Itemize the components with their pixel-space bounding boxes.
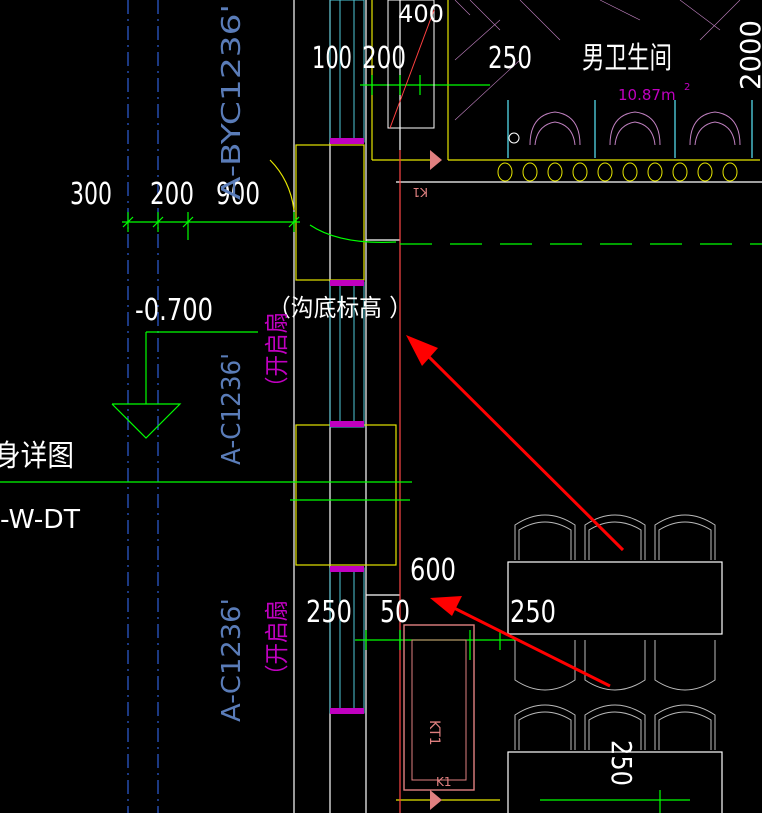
level-symbol xyxy=(111,331,258,439)
table-upper xyxy=(507,561,723,635)
dim-200-left: 200 xyxy=(150,177,194,212)
k1-marker-bottom xyxy=(430,790,442,810)
chair-group-lower xyxy=(514,704,716,750)
dim-600: 600 xyxy=(410,553,456,588)
toilet-partitions xyxy=(507,100,753,158)
annotation-arrow-lower xyxy=(430,596,611,688)
kt1-unit-inner xyxy=(411,639,467,781)
level-value: -0.700 xyxy=(135,293,213,328)
room-area-sup: 2 xyxy=(684,82,690,93)
detail-code: -W-DT xyxy=(0,505,80,535)
dim-50: 50 xyxy=(380,595,410,630)
table-lower xyxy=(507,751,723,813)
detail-title: 身详图 xyxy=(0,439,74,474)
room-area: 10.87m xyxy=(618,86,676,104)
window-sill-bottom-bottom xyxy=(330,708,364,714)
toilet-room-hatch xyxy=(454,0,741,121)
k1-marker-top xyxy=(430,150,442,170)
window-tag-top: A-BYC1236' xyxy=(217,4,247,200)
k1-label-top: K1 xyxy=(412,185,428,199)
open-note-bottom: （开启扇 xyxy=(263,600,291,686)
room-name: 男卫生间 xyxy=(582,41,672,76)
floor-drain xyxy=(508,132,520,144)
dim-250-right: 250 xyxy=(510,595,556,630)
dim-100: 100 xyxy=(312,41,352,76)
dim-200-top: 200 xyxy=(362,41,406,76)
chair-group-upper xyxy=(514,514,716,691)
window-sill-mid-bottom xyxy=(330,421,364,427)
dimension-lines xyxy=(0,75,690,813)
dim-250-left: 250 xyxy=(306,595,352,630)
door-leaf-diagonal xyxy=(389,9,435,129)
window-sill-top xyxy=(330,138,364,144)
annotation-arrow-upper xyxy=(406,335,625,552)
toilet-floor-pattern xyxy=(497,162,738,182)
dim-250-bottom: 250 xyxy=(605,740,638,786)
kt1-label: KT1 xyxy=(426,720,442,746)
open-note-mid: （开启扇 xyxy=(263,312,291,398)
window-sill-mid-top xyxy=(330,280,364,286)
axis-lines xyxy=(127,0,159,813)
yellow-outlines xyxy=(295,0,760,801)
dim-900: 900 xyxy=(216,177,260,212)
k1-label-bottom: K1 xyxy=(436,775,452,789)
level-note: （沟底标高 ） xyxy=(268,294,412,322)
dim-4xx: 400 xyxy=(398,0,444,28)
kt1-unit-outer xyxy=(403,624,475,791)
door-swing-arc-lower xyxy=(309,224,397,243)
window-tag-mid: A-C1236' xyxy=(217,353,247,465)
dim-250-top: 250 xyxy=(488,41,532,76)
dim-2000: 2000 xyxy=(734,20,762,90)
door-leaf-top xyxy=(387,0,435,129)
toilet-fixtures xyxy=(529,111,741,146)
door-swing-arc xyxy=(269,159,295,211)
window-sill-bottom-top xyxy=(330,566,364,572)
dim-300: 300 xyxy=(70,177,112,212)
window-tag-bottom: A-C1236' xyxy=(217,598,247,722)
